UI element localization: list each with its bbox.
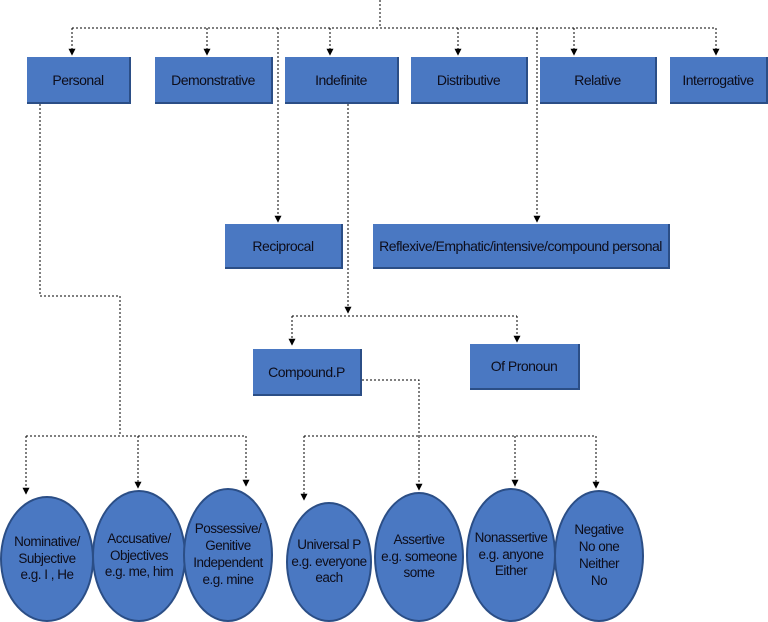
node-demonstrative: Demonstrative [155,57,273,104]
node-personal: Personal [27,57,131,104]
connector-compound-out [362,379,420,436]
node-universal: Universal P e.g. everyone each [286,502,372,622]
node-relative: Relative [540,57,657,104]
node-distributive: Distributive [411,57,528,104]
node-assertive: Assertive e.g. someone some [374,492,464,622]
nonassertive-label: Nonassertive e.g. anyone Either [474,529,548,579]
node-indefinite: Indefinite [285,57,399,104]
nominative-label: Nominative/ Subjective e.g. I , He [14,533,80,583]
accusative-label: Accusative/ Objectives e.g. me, him [104,530,174,580]
assertive-label: Assertive e.g. someone some [381,531,457,581]
negative-label: Negative No one Neither No [574,522,624,588]
universal-label: Universal P e.g. everyone each [291,536,367,586]
node-compound: Compound.P [253,349,362,396]
node-reflexive: Reflexive/Emphatic/intensive/compound pe… [373,224,670,269]
node-accusative: Accusative/ Objectives e.g. me, him [92,490,186,622]
possessive-label: Possessive/ Genitive Independent e.g. mi… [193,521,263,587]
node-of-pronoun: Of Pronoun [470,344,580,390]
node-negative: Negative No one Neither No [554,490,644,622]
node-reciprocal: Reciprocal [225,224,343,269]
connector-personal-down [39,104,121,436]
node-possessive: Possessive/ Genitive Independent e.g. mi… [183,488,273,622]
node-nominative: Nominative/ Subjective e.g. I , He [0,496,94,622]
node-nonassertive: Nonassertive e.g. anyone Either [466,488,556,622]
node-interrogative: Interrogative [670,57,768,104]
